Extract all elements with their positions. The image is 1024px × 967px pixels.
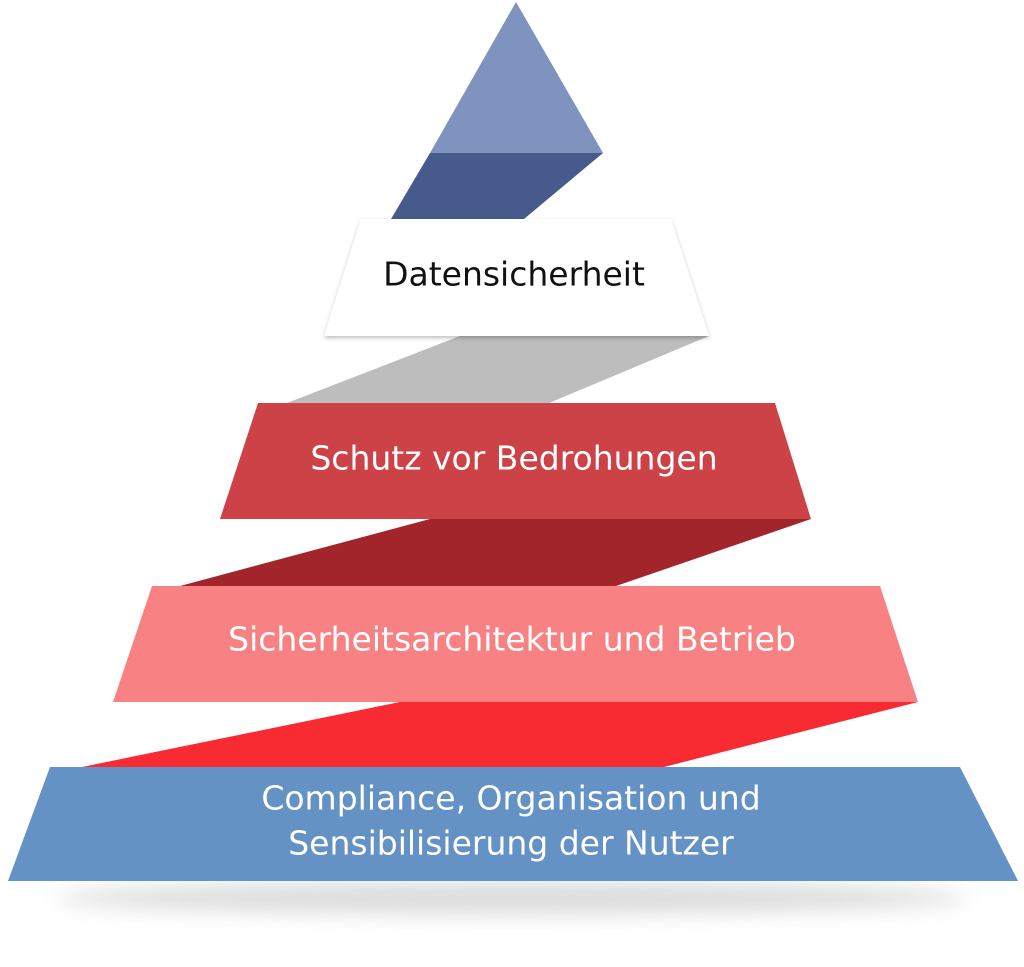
layer-schutz-vor-bedrohungen: [220, 403, 811, 519]
connector-datensicherheit-to-schutz: [287, 336, 709, 403]
connector-architektur-to-compliance: [82, 702, 918, 767]
ground-shadow: [57, 882, 967, 914]
label-schutz-vor-bedrohungen: Schutz vor Bedrohungen: [310, 439, 717, 478]
label-compliance-line1: Compliance, Organisation und: [261, 779, 760, 818]
label-compliance-line2: Sensibilisierung der Nutzer: [288, 824, 734, 863]
label-sicherheitsarchitektur: Sicherheitsarchitektur und Betrieb: [228, 620, 796, 659]
layer-datensicherheit: [324, 219, 709, 336]
layer-sicherheitsarchitektur: [113, 586, 918, 702]
label-datensicherheit: Datensicherheit: [383, 255, 645, 294]
pyramid-top-triangle: [430, 2, 603, 153]
layer-compliance: [8, 767, 1018, 881]
connector-top-to-datensicherheit: [391, 153, 603, 219]
connector-schutz-to-architektur: [180, 519, 811, 586]
